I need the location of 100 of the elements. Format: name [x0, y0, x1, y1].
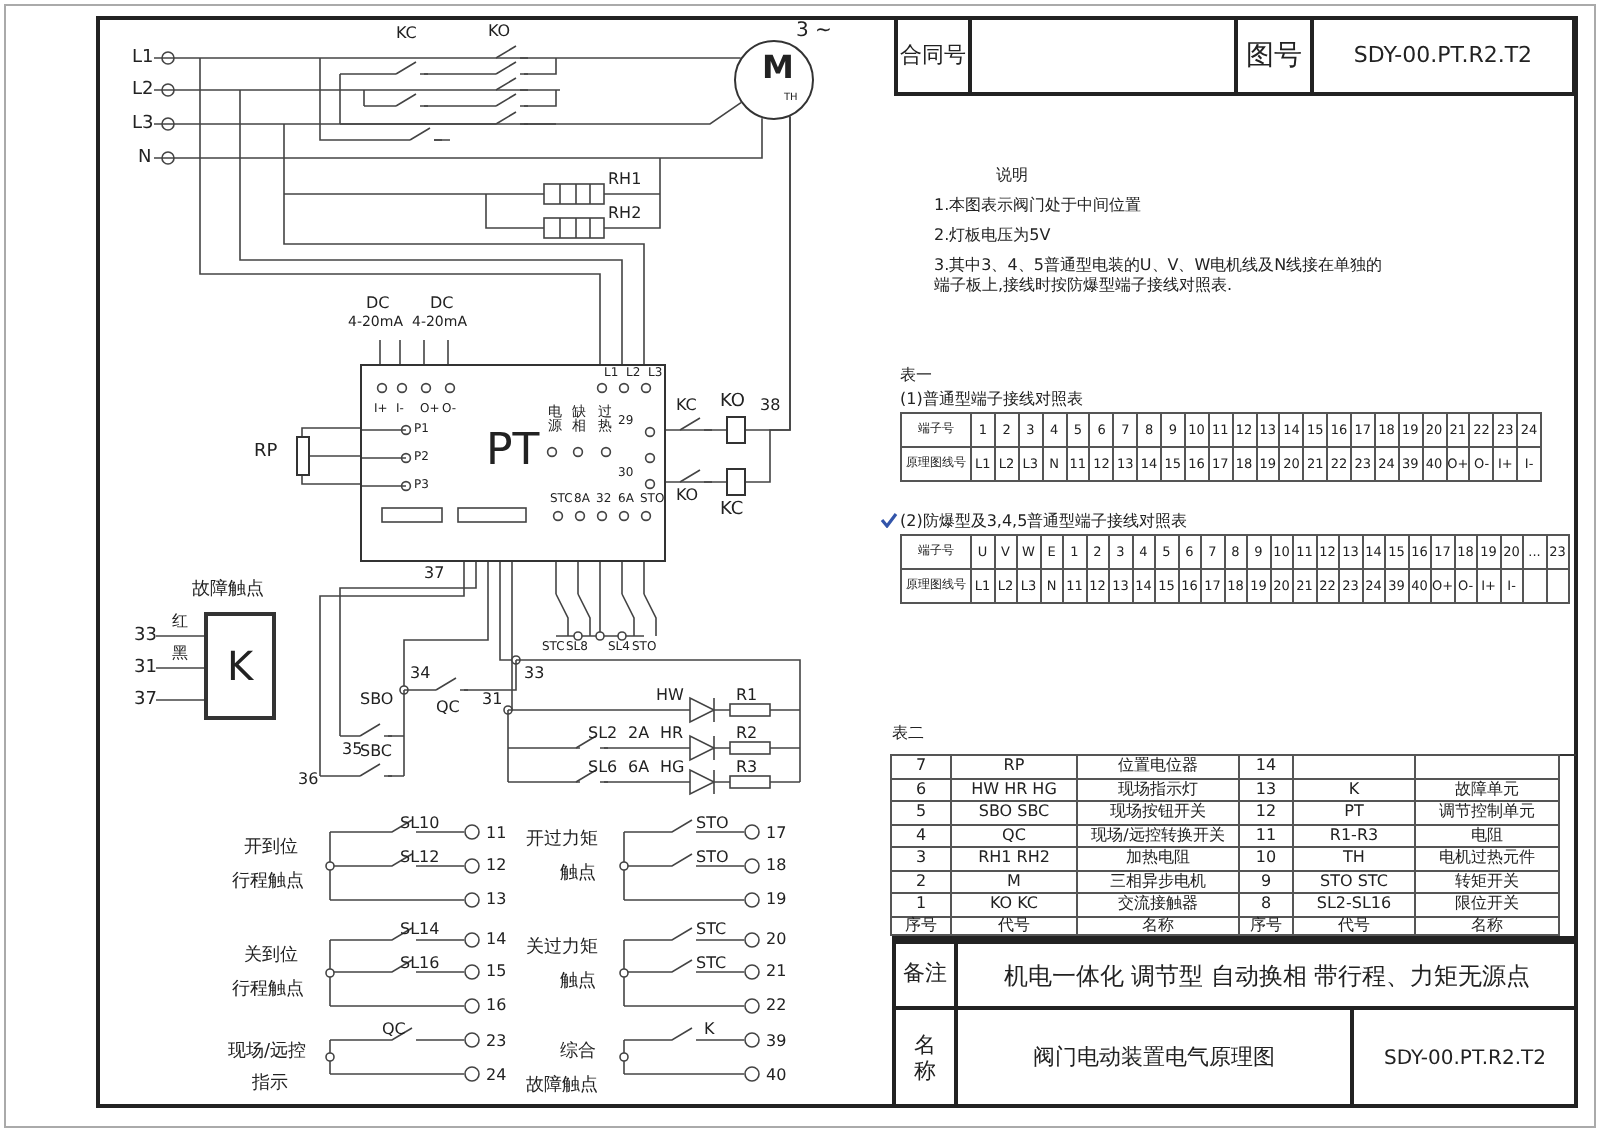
wire — [499, 561, 501, 577]
circuit-label: SBO — [360, 692, 394, 708]
motor-label: M — [762, 52, 794, 84]
wire — [155, 635, 205, 637]
wire — [155, 699, 205, 701]
circuit-label: 35 — [342, 742, 363, 758]
wire — [599, 561, 601, 595]
note-text: 3.其中3、4、5普通型电装的U、V、W电机线及N线接在单独的端子板上,接线时按防爆型端子接线对照表. — [934, 256, 1385, 296]
phase-label: N — [138, 148, 154, 168]
circuit-label: 34 — [410, 666, 431, 682]
wire — [153, 117, 763, 159]
circuit-label: 综合 — [560, 1044, 596, 1062]
wire — [155, 667, 205, 669]
circuit-label: 触点 — [560, 974, 596, 992]
table-cell: 序号 — [890, 915, 952, 936]
table-cell-text: SDY-00.PT.R2.T2 — [1351, 39, 1535, 72]
wire — [665, 481, 727, 483]
circuit-label: 39 — [766, 1034, 787, 1050]
circuit-label: HR — [660, 726, 684, 742]
circuit-label: SL10 — [400, 816, 440, 832]
table-cell: 备注 — [896, 944, 958, 1006]
phase-label: L1 — [132, 48, 154, 68]
circuit-label: 关过力矩 — [526, 940, 598, 958]
circuit-label: QC — [436, 700, 460, 716]
table-cell: 合同号 — [898, 20, 972, 92]
component-label: 3 ~ — [796, 22, 832, 42]
circuit-label: KC — [676, 398, 697, 414]
circuit-label: 23 — [486, 1034, 507, 1050]
wire — [555, 561, 557, 595]
unit-caption: 故障触点 — [192, 582, 264, 600]
wire-number: 33 — [134, 626, 156, 646]
table-cell: 名称 — [896, 1010, 958, 1106]
wire — [301, 475, 361, 485]
circuit-label: 21 — [766, 964, 787, 980]
wire — [153, 57, 742, 59]
phase-label: L3 — [132, 114, 154, 134]
table-cell: 代号 — [1292, 915, 1416, 936]
circuit-label: SBC — [360, 744, 393, 760]
circuit-label: SL6 — [588, 760, 618, 776]
note-text: 表一 — [900, 366, 932, 386]
wire — [475, 561, 477, 577]
circuit-label: 故障触点 — [526, 1078, 598, 1096]
wire — [153, 101, 742, 125]
wire-number: 31 — [134, 658, 156, 678]
circuit-label: K — [704, 1022, 715, 1038]
note-text: 2.灯板电压为5V — [934, 226, 1051, 246]
circuit-label: 触点 — [560, 866, 596, 884]
circuit-label: 31 — [482, 692, 503, 708]
note-text: 表二 — [892, 724, 924, 744]
wire — [511, 561, 513, 577]
circuit-label: KO — [488, 24, 511, 40]
potentiometer-symbol — [296, 436, 310, 476]
circuit-label: 37 — [424, 566, 445, 582]
circuit-label: 6A — [628, 760, 650, 776]
circuit-label: KO — [676, 488, 699, 504]
circuit-label: R3 — [736, 760, 758, 776]
coil-box — [726, 468, 746, 496]
circuit-label: 22 — [766, 998, 787, 1014]
circuit-label: 2A — [628, 726, 650, 742]
circuit-label: 17 — [766, 826, 787, 842]
wire — [153, 89, 561, 91]
table-cell: 位置电位器 — [1076, 754, 1240, 779]
note-text: 1.本图表示阀门处于中间位置 — [934, 196, 1142, 216]
coil-box — [726, 416, 746, 444]
circuit-label: KC — [396, 26, 417, 42]
note-text: (2)防爆型及3,4,5普通型端子接线对照表 — [900, 512, 1188, 532]
unit-label: K — [224, 640, 256, 694]
note-text: 说明 — [996, 166, 1028, 186]
circuit-label: 现场/远控 — [228, 1044, 307, 1062]
circuit-label: SL16 — [400, 956, 440, 972]
circuit-label: SL2 — [588, 726, 618, 742]
circuit-label: 40 — [766, 1068, 787, 1084]
component-label: RP — [254, 444, 278, 462]
wire — [665, 429, 727, 431]
circuit-label: QC — [382, 1022, 406, 1038]
circuit-label: 16 — [486, 998, 507, 1014]
circuit-label: RH2 — [608, 206, 642, 222]
component-label: KO — [720, 394, 745, 412]
table-cell: 名称 — [1076, 915, 1240, 936]
circuit-label: 关到位 — [244, 948, 298, 966]
circuit-label: STO — [696, 850, 729, 866]
circuit-label: 开过力矩 — [526, 832, 598, 850]
circuit-label: DC — [430, 296, 454, 312]
unit-label: PT — [486, 430, 540, 474]
circuit-label: HW — [656, 688, 684, 704]
wire — [487, 561, 489, 577]
note-text: (1)普通型端子接线对照表 — [900, 390, 1083, 410]
wire — [577, 561, 579, 595]
edge-label: 红 — [172, 614, 188, 630]
circuit-label: 19 — [766, 892, 787, 908]
edge-label: 黑 — [172, 646, 188, 662]
wire — [239, 89, 623, 365]
circuit-label: STC — [696, 922, 727, 938]
wire — [283, 123, 645, 365]
circuit-label: 11 — [486, 826, 507, 842]
component-label: KC — [720, 502, 744, 520]
circuit-label: 24 — [486, 1068, 507, 1084]
circuit-label: 行程触点 — [232, 982, 304, 1000]
circuit-label: 行程触点 — [232, 874, 304, 892]
table-cell: 名称 — [1414, 915, 1560, 936]
